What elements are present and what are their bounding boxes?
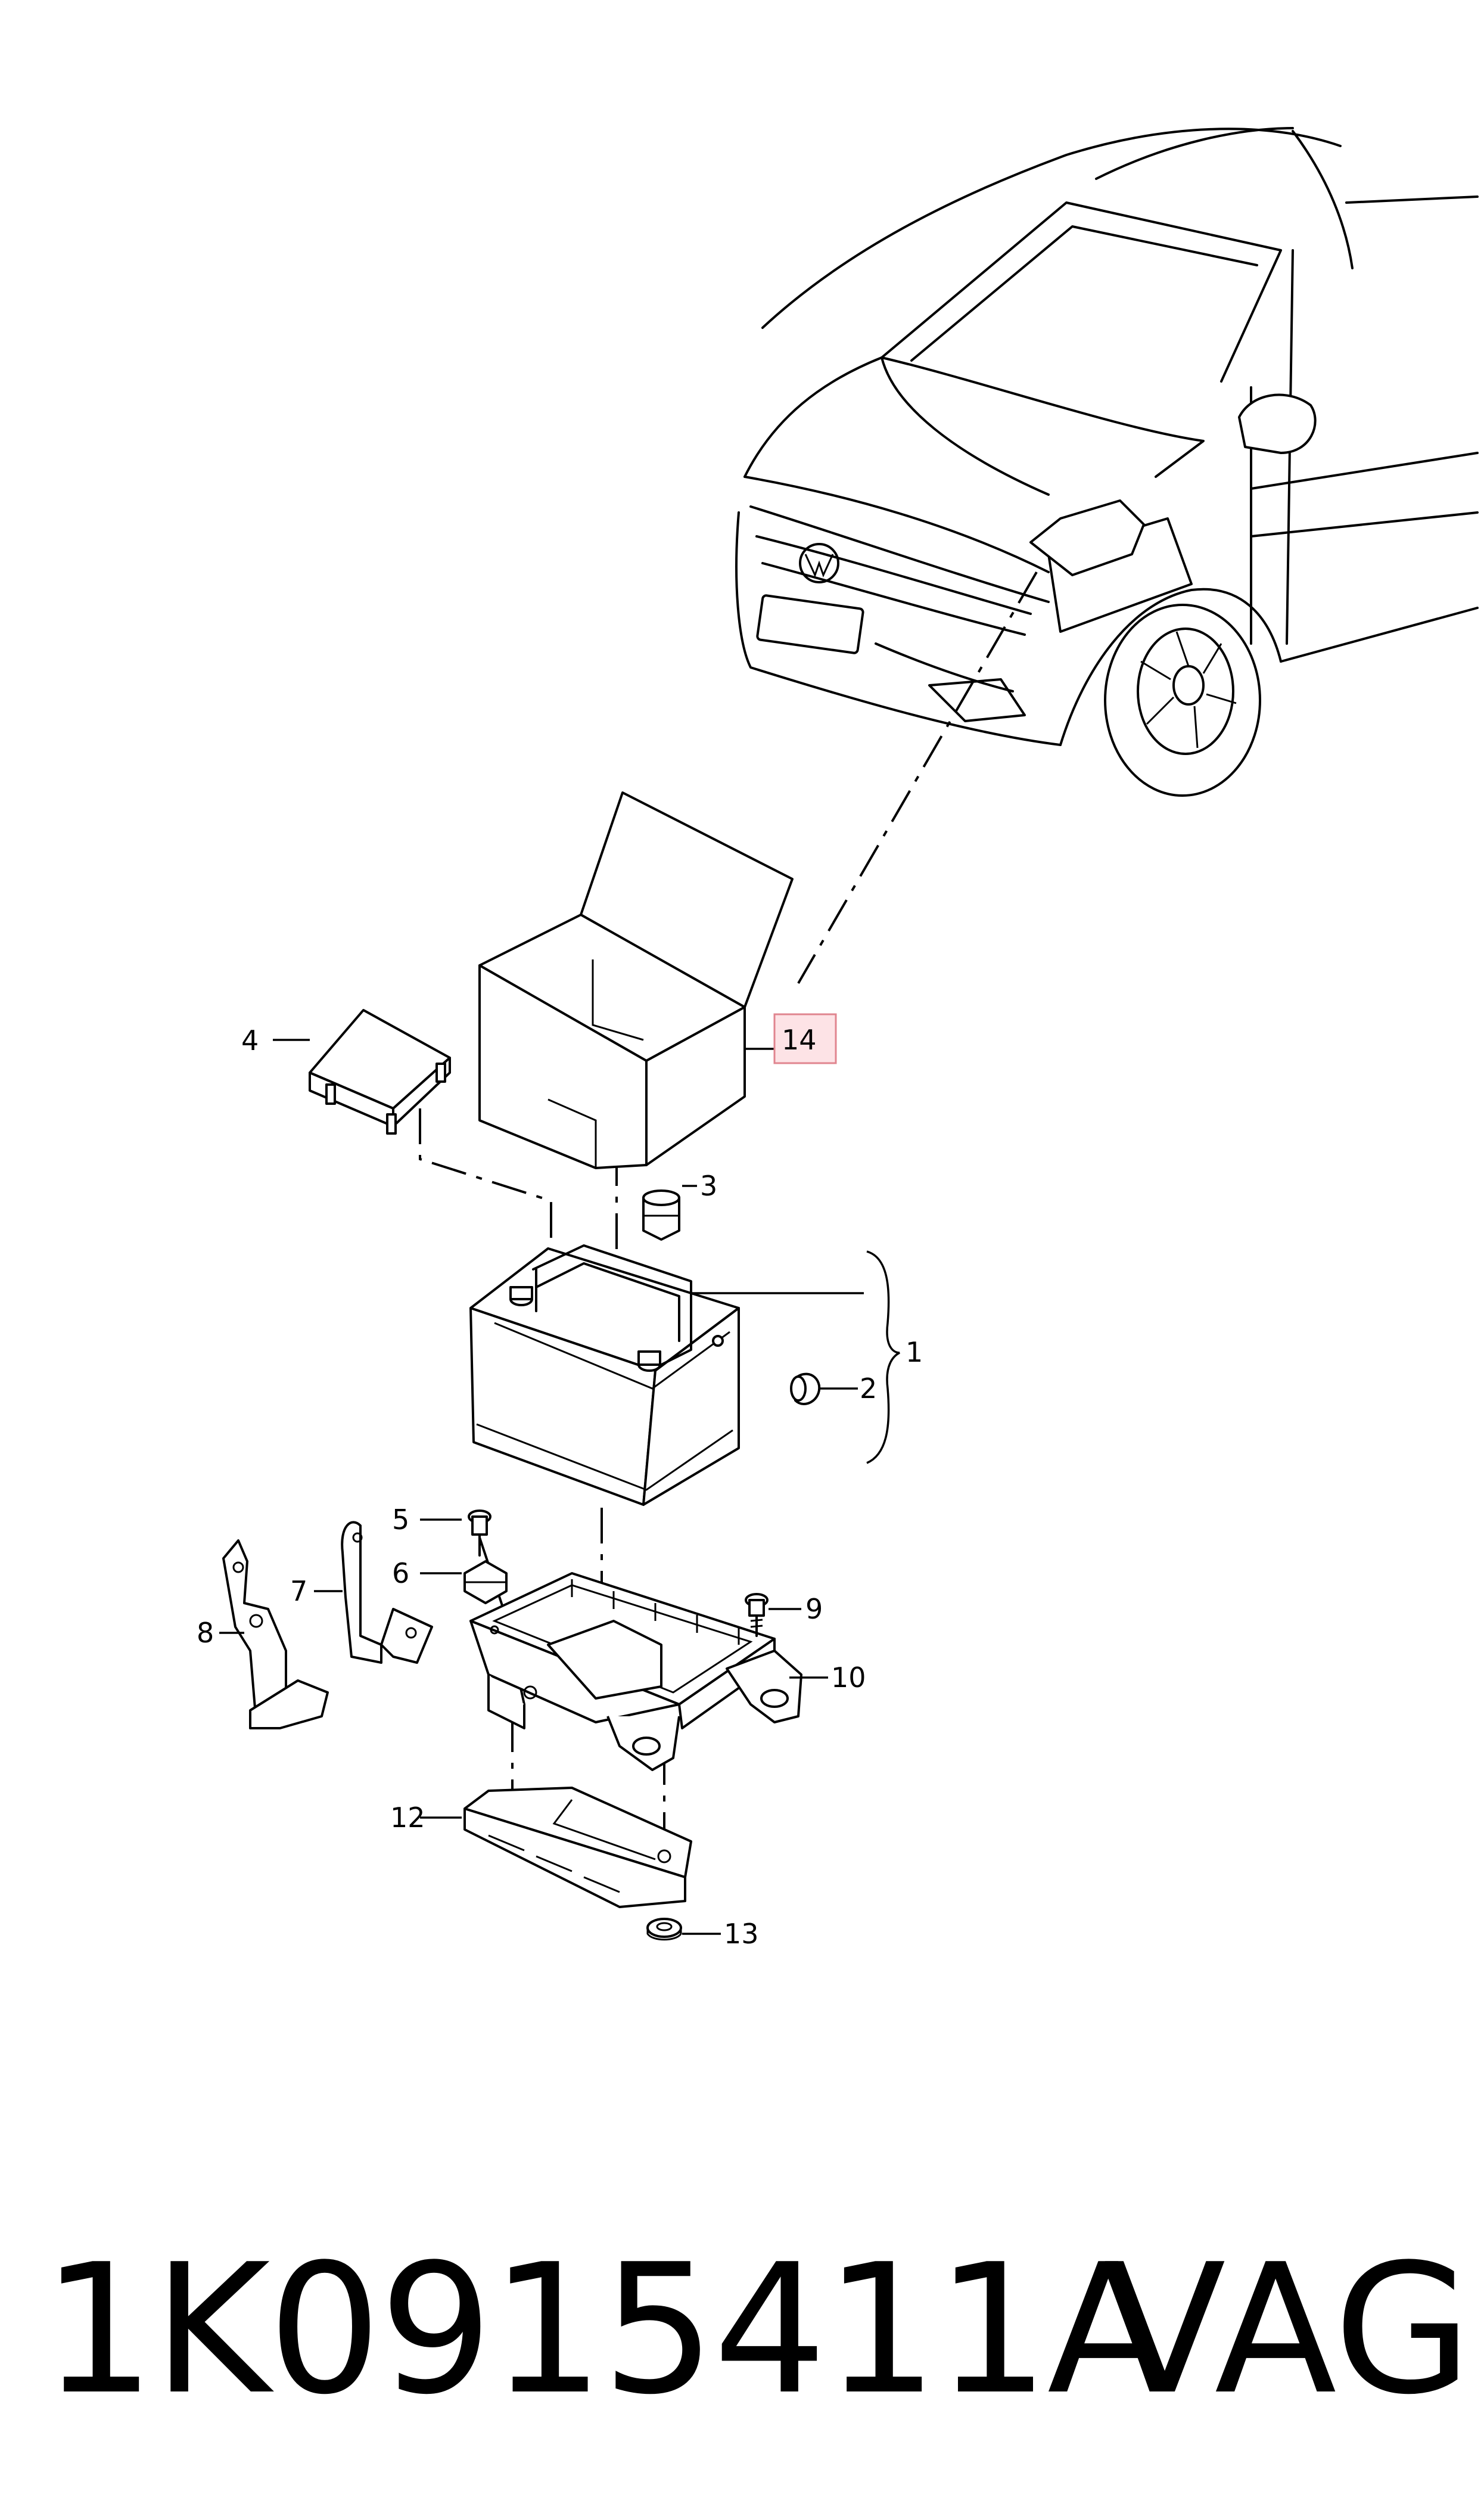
bolt-9 (745, 1593, 769, 1637)
vent-plug (790, 1372, 821, 1405)
callout-14: 14 (782, 1024, 817, 1056)
brand-name: VAG (1103, 2226, 1472, 2434)
battery-tray (469, 1572, 802, 1771)
callout-4: 4 (241, 1024, 259, 1057)
battery (469, 1244, 740, 1506)
leader-lines (219, 1039, 900, 1935)
part-number: 1K0915411A (42, 2226, 1169, 2434)
callout-10: 10 (831, 1661, 866, 1694)
callout-1: 1 (906, 1336, 923, 1368)
callout-8: 8 (197, 1617, 214, 1649)
callout-5: 5 (392, 1504, 409, 1536)
callout-2: 2 (860, 1372, 877, 1405)
callout-7: 7 (290, 1575, 307, 1607)
bracket-7 (341, 1521, 433, 1664)
clamp-6 (463, 1560, 508, 1604)
callout-3: 3 (700, 1170, 717, 1202)
bracket-8 (222, 1539, 329, 1729)
callouts: 14 4 3 1 2 5 6 7 8 9 10 12 13 (197, 1013, 923, 1950)
footer: 1K0915411A VAG (0, 2205, 1484, 2455)
nut-13 (646, 1918, 682, 1941)
callout-13: 13 (724, 1918, 759, 1950)
callout-6: 6 (392, 1557, 409, 1589)
vehicle-outline (735, 127, 1479, 797)
callout-12: 12 (390, 1801, 425, 1834)
base-plate (463, 1787, 692, 1908)
terminal-cap (642, 1189, 680, 1241)
terminal-cover (309, 1009, 451, 1135)
callout-9: 9 (805, 1593, 823, 1625)
battery-cover (478, 791, 794, 1169)
highlight-box (773, 1013, 837, 1064)
